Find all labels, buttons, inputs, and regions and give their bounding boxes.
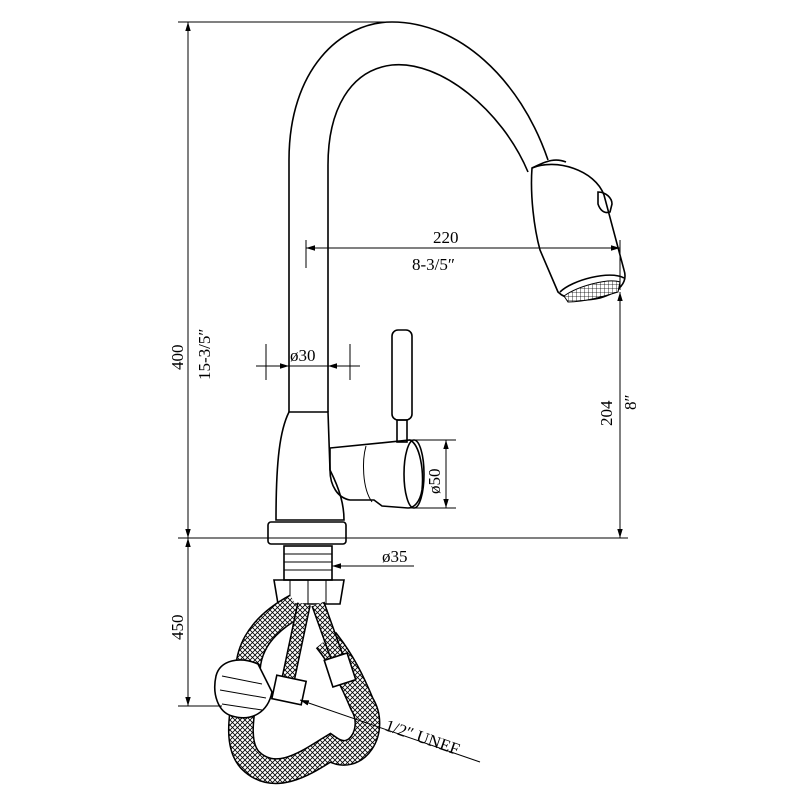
spout-inner (327, 63, 529, 412)
label-thread: 1/2″ UNEF (383, 716, 462, 759)
label-reach-in: 8-3/5″ (412, 255, 455, 274)
mounting-nut (273, 579, 345, 605)
thread-leader (299, 699, 481, 763)
label-reach-mm: 220 (433, 228, 459, 247)
label-base-diameter: ø35 (382, 547, 408, 566)
fitting-left (270, 674, 308, 706)
label-hose-length: 450 (168, 615, 187, 641)
fitting-right (323, 651, 357, 689)
hose-coupling (214, 659, 273, 719)
label-total-height-in: 15-3/5″ (195, 329, 214, 380)
shank (283, 545, 333, 581)
label-body-diameter: ø50 (425, 469, 444, 495)
label-spout-height-mm: 204 (597, 400, 616, 426)
supply-hoses (214, 594, 381, 785)
dimension-lines (178, 21, 628, 763)
cartridge-cap (403, 439, 425, 509)
base-ring (267, 521, 347, 545)
spray-head (530, 163, 626, 301)
lever-housing (329, 439, 424, 509)
label-spout-diameter: ø30 (290, 346, 316, 365)
label-spout-height-in: 8″ (621, 394, 640, 410)
spray-head-nozzle (559, 274, 625, 303)
lever-handle (391, 329, 413, 421)
faucet (267, 21, 626, 605)
label-total-height-mm: 400 (168, 345, 187, 371)
spray-head-button (597, 191, 613, 214)
faucet-body (275, 411, 345, 521)
